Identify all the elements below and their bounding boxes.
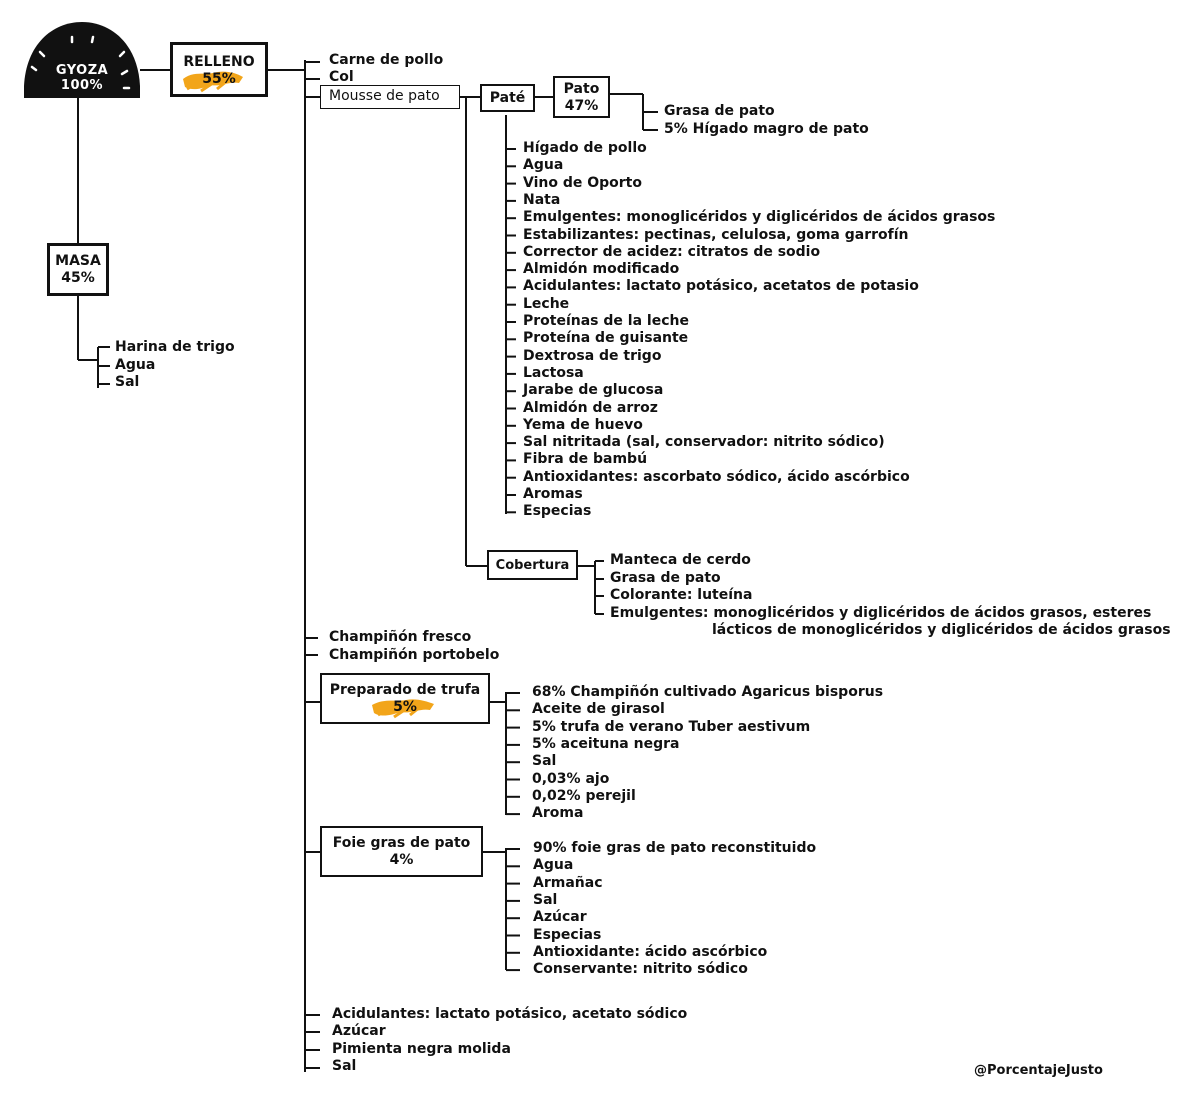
list-item: Proteínas de la leche (523, 313, 689, 329)
list-item: Sal (115, 374, 140, 390)
gyoza-label: GYOZA (55, 63, 109, 78)
list-item: Sal (332, 1058, 357, 1074)
list-item: Azúcar (533, 909, 587, 926)
brush-highlight-icon (372, 699, 434, 719)
pate-box: Paté (480, 84, 535, 112)
list-item: Emulgentes: monoglicéridos y diglicérido… (610, 605, 1152, 621)
list-item: Grasa de pato (610, 570, 721, 586)
list-item: Yema de huevo (523, 416, 643, 433)
foie-label: Foie gras de pato (332, 835, 471, 851)
list-item: 0,02% perejil (532, 787, 636, 804)
list-item: Armañac (533, 874, 603, 891)
list-item: Leche (523, 295, 570, 312)
list-item: Colorante: luteína (610, 587, 753, 603)
list-item: Especias (533, 926, 602, 943)
list-item: Grasa de pato (664, 103, 775, 119)
list-item-continuation: lácticos de monoglicéridos y diglicérido… (712, 622, 1171, 638)
trufa-percent: 5% (393, 699, 417, 715)
list-item: Antioxidantes: ascorbato sódico, ácido a… (523, 468, 910, 485)
list-item: Corrector de acidez: citratos de sodio (523, 243, 821, 260)
gyoza-dome-icon (24, 22, 140, 98)
list-item: Agua (533, 857, 574, 874)
list-item: Emulgentes: monoglicéridos y diglicérido… (523, 209, 996, 226)
list-item: Pimienta negra molida (332, 1041, 511, 1057)
list-item: Conservante: nitrito sódico (533, 961, 748, 978)
gyoza-percent: 100% (60, 78, 104, 93)
list-item: Almidón modificado (523, 261, 680, 278)
list-item: Sal (533, 891, 558, 908)
list-item: Hígado de pollo (523, 140, 647, 156)
list-item: Jarabe de glucosa (523, 382, 664, 399)
author-credit: @PorcentajeJusto (974, 1063, 1103, 1078)
list-item: Acidulantes: lactato potásico, acetato s… (332, 1006, 688, 1022)
foie-box: Foie gras de pato 4% (320, 826, 483, 877)
list-item: 68% Champiñón cultivado Agaricus bisporu… (532, 684, 884, 700)
relleno-percent: 55% (202, 71, 236, 87)
list-item: Col (329, 69, 354, 85)
relleno-label: RELLENO (183, 54, 255, 70)
masa-label: MASA (55, 253, 101, 269)
list-item: Sal (532, 753, 557, 770)
list-item: 5% Hígado magro de pato (664, 121, 869, 137)
trufa-label: Preparado de trufa (329, 682, 481, 698)
pate-label: Paté (489, 90, 526, 106)
list-item: Almidón de arroz (523, 399, 658, 416)
list-item: Estabilizantes: pectinas, celulosa, goma… (523, 226, 909, 243)
relleno-box: RELLENO 55% (170, 42, 268, 97)
list-item: Nata (523, 191, 561, 208)
foie-percent: 4% (389, 852, 414, 868)
list-item: Antioxidante: ácido ascórbico (533, 943, 768, 960)
list-item: 5% trufa de verano Tuber aestivum (532, 718, 811, 735)
list-item: 0,03% ajo (532, 770, 610, 787)
masa-box: MASA 45% (47, 243, 109, 296)
list-item: 90% foie gras de pato reconstituido (533, 840, 817, 856)
cobertura-box: Cobertura (487, 550, 578, 580)
list-item: Aroma (532, 805, 584, 822)
list-item: Champiñón portobelo (329, 647, 500, 663)
list-item: Proteína de guisante (523, 330, 689, 347)
list-item: Agua (115, 357, 156, 373)
list-item: Dextrosa de trigo (523, 347, 662, 364)
list-item: Agua (523, 157, 564, 174)
list-item: Aromas (523, 486, 583, 502)
list-item: Carne de pollo (329, 52, 444, 68)
list-item: Aceite de girasol (532, 701, 665, 718)
list-item: Champiñón fresco (329, 629, 472, 645)
list-item: Azúcar (332, 1023, 386, 1039)
pato-percent: 47% (564, 98, 599, 114)
list-item: 5% aceituna negra (532, 735, 680, 752)
pato-box: Pato 47% (553, 76, 610, 118)
mousse-box: Mousse de pato (320, 85, 460, 109)
masa-percent: 45% (61, 270, 95, 286)
list-item: Manteca de cerdo (610, 552, 751, 568)
list-item: Fibra de bambú (523, 451, 648, 468)
list-item: Lactosa (523, 364, 584, 381)
list-item: Acidulantes: lactato potásico, acetatos … (523, 278, 919, 295)
trufa-box: Preparado de trufa 5% (320, 673, 490, 724)
list-item: Vino de Oporto (523, 174, 642, 191)
mousse-label: Mousse de pato (329, 88, 440, 104)
list-item: Sal nitritada (sal, conservador: nitrito… (523, 434, 885, 451)
list-item: Harina de trigo (115, 339, 235, 355)
cobertura-label: Cobertura (495, 558, 570, 573)
pato-label: Pato (563, 81, 600, 97)
list-item: Especias (523, 503, 592, 520)
brush-highlight-icon (183, 71, 243, 93)
